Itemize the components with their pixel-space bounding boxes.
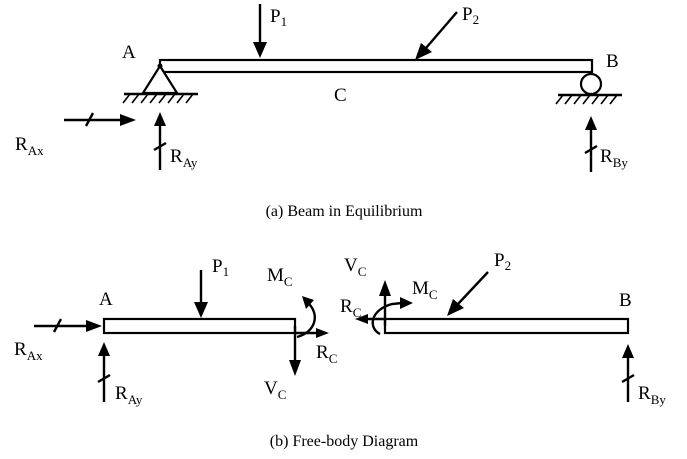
pin-support bbox=[122, 63, 198, 104]
v-c-label-left: VC bbox=[264, 378, 286, 402]
beam-ac-b bbox=[158, 58, 594, 74]
r-c-label-left: RC bbox=[316, 342, 337, 366]
p2-label: P2 bbox=[462, 4, 479, 27]
m-c-label-left: MC bbox=[267, 265, 293, 289]
r-c-arrow-right bbox=[355, 314, 385, 324]
p1-label: P1 bbox=[270, 6, 287, 29]
p1-label-fbd: P1 bbox=[212, 256, 229, 279]
r-by-arrow bbox=[584, 116, 598, 172]
r-by-label: RBy bbox=[600, 146, 628, 170]
beam-in-equilibrium-diagram: A B C P1 P2 RAx RAy RBy (a) Beam in Equi… bbox=[15, 4, 628, 220]
point-b-label-fbd: B bbox=[619, 290, 632, 311]
r-by-label-fbd: RBy bbox=[638, 383, 666, 407]
p2-label-fbd: P2 bbox=[494, 250, 511, 273]
m-c-moment-left bbox=[296, 296, 316, 339]
v-c-label-right: VC bbox=[344, 255, 366, 279]
r-c-label-right: RC bbox=[340, 296, 361, 320]
point-a-label-fbd: A bbox=[99, 289, 113, 310]
roller-support bbox=[555, 72, 622, 105]
r-ax-arrow-fbd bbox=[34, 318, 102, 333]
r-ax-label-fbd: RAx bbox=[14, 339, 43, 363]
v-c-arrow-right bbox=[379, 280, 391, 326]
point-b-label: B bbox=[606, 51, 619, 72]
free-body-diagram: A B P1 P2 RAx RAy RBy MC RC VC VC RC bbox=[14, 250, 666, 450]
r-ay-label-fbd: RAy bbox=[115, 383, 143, 407]
p1-arrow-fbd bbox=[194, 270, 208, 318]
r-ax-label: RAx bbox=[15, 134, 44, 158]
point-c-label: C bbox=[334, 85, 347, 106]
r-ax-arrow bbox=[64, 112, 136, 127]
r-ay-arrow-fbd bbox=[97, 342, 111, 402]
r-ay-label: RAy bbox=[170, 146, 198, 170]
r-ay-arrow bbox=[153, 112, 167, 170]
p2-arrow-fbd bbox=[447, 271, 489, 316]
p1-arrow bbox=[253, 4, 267, 58]
caption-a: (a) Beam in Equilibrium bbox=[266, 203, 423, 220]
m-c-moment-right bbox=[371, 297, 413, 336]
p2-arrow bbox=[415, 11, 458, 60]
m-c-label-right: MC bbox=[412, 278, 438, 302]
r-by-arrow-fbd bbox=[621, 344, 635, 402]
caption-b: (b) Free-body Diagram bbox=[270, 433, 419, 450]
left-beam-segment bbox=[102, 317, 297, 335]
right-beam-segment bbox=[383, 317, 630, 335]
point-a-label: A bbox=[122, 42, 136, 63]
